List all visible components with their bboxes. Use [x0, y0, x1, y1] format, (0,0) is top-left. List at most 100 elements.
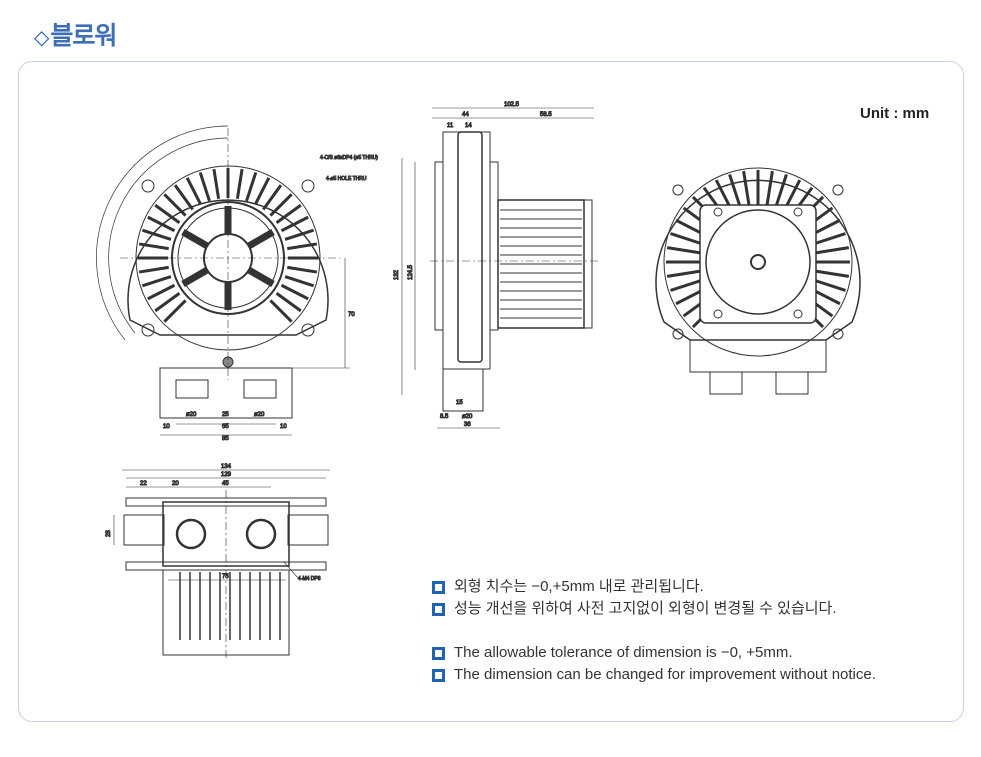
cooling-fin [262, 184, 283, 211]
rear-view [655, 167, 861, 395]
cooling-fin [163, 299, 187, 323]
side-motor-cap [583, 199, 593, 329]
mount-hole [832, 328, 844, 340]
dim-label: 124.5 [408, 264, 414, 280]
cooling-fin [812, 246, 850, 255]
rear-fin-ring [663, 167, 853, 357]
dim-label: 28 [106, 530, 112, 537]
mount-hole [672, 184, 684, 196]
mount-hole [713, 207, 723, 217]
dim-label: 85 [222, 436, 229, 442]
dim-label: 70 [348, 312, 355, 318]
cooling-fin [280, 283, 309, 301]
dim-label: 45 [222, 481, 229, 487]
note-item: The dimension can be changed for improve… [432, 664, 876, 686]
cooling-fin [269, 193, 293, 217]
cooling-fin [269, 299, 293, 323]
bottom-port-right [287, 514, 329, 546]
side-body [442, 131, 491, 370]
impeller-spoke [247, 228, 275, 250]
bottom-port-left [123, 514, 165, 546]
cooling-fin [287, 265, 318, 274]
bottom-view: 134 129 22 20 45 28 75 4-M4 DP8 [106, 464, 330, 660]
dim-label: 20 [172, 481, 179, 487]
drawing-panel [18, 61, 964, 722]
mount-hole [793, 207, 803, 217]
side-view: 102.5 44 58.5 11 14 132 124.5 15 8.5 ø20… [394, 102, 600, 429]
cooling-fin [765, 170, 774, 208]
dim-label: 22 [140, 481, 147, 487]
diamond-icon: ◇ [34, 25, 49, 49]
dim-label: 75 [222, 574, 229, 580]
notes-list: 외형 치수는 −0,+5mm 내로 관리됩니다. 성능 개선을 위하여 사전 고… [432, 576, 876, 686]
note-item: 성능 개선을 위하여 사전 고지없이 외형이 변경될 수 있습니다. [432, 598, 876, 620]
cooling-fin [280, 215, 309, 233]
rear-housing-outline [655, 179, 861, 341]
note-item: 외형 치수는 −0,+5mm 내로 관리됩니다. [432, 576, 876, 598]
callout-label: 4-M4 DP8 [298, 576, 321, 582]
mount-hole [672, 328, 684, 340]
cooling-fin [284, 228, 315, 241]
cooling-fin [253, 177, 271, 206]
cooling-fin [138, 242, 169, 251]
mount-hole [301, 323, 315, 337]
dim-label: 25 [222, 412, 229, 418]
port-right [775, 371, 809, 395]
callout-label: 4-ø5 HOLE THRU [326, 176, 367, 182]
callout-label: 4-C/S ø8xDP4 (ø5 THRU) [320, 155, 378, 161]
rear-shaft [750, 254, 766, 270]
note-text: The allowable tolerance of dimension is … [454, 644, 793, 661]
bullet-square-icon [432, 602, 445, 616]
dim-label: ø20 [462, 414, 473, 420]
cooling-fin [185, 177, 203, 206]
side-impeller [457, 131, 483, 363]
cooling-fin [154, 292, 181, 313]
side-fins-left [434, 161, 444, 331]
note-item: The allowable tolerance of dimension is … [432, 642, 876, 664]
cooling-fin [154, 203, 181, 224]
dim-label: 129 [221, 472, 232, 478]
cooling-fin [147, 215, 176, 233]
dim-label: 15 [456, 400, 463, 406]
mount-hole [141, 179, 155, 193]
cooling-fin [235, 168, 244, 199]
bullet-square-icon [432, 668, 445, 682]
mount-hole [793, 309, 803, 319]
page-title: ◇블로워 [34, 16, 117, 52]
port-left [175, 379, 209, 399]
note-text: 외형 치수는 −0,+5mm 내로 관리됩니다. [454, 578, 704, 595]
bullet-square-icon [432, 580, 445, 594]
note-text: The dimension can be changed for improve… [454, 666, 876, 683]
side-fins-right [489, 161, 499, 331]
cooling-fin [147, 283, 176, 301]
dim-label: ø20 [254, 412, 265, 418]
cooling-fin [666, 269, 704, 278]
cooling-fin [141, 275, 172, 288]
rear-base [689, 339, 827, 373]
cooling-fin [275, 292, 302, 313]
mount-hole [713, 309, 723, 319]
dim-label: 102.5 [504, 102, 520, 108]
unit-label: Unit : mm [860, 105, 930, 122]
dim-label: 14 [465, 123, 472, 129]
bottom-port-hole [245, 518, 277, 550]
cooling-fin [284, 275, 315, 288]
mount-hole [141, 323, 155, 337]
front-view: 85 65 10 10 ø20 25 ø20 70 4-C/S ø8xDP4 (… [96, 125, 379, 443]
cooling-fin [245, 171, 258, 202]
cooling-fin [212, 168, 221, 199]
dim-label: 132 [394, 269, 400, 280]
cooling-fin [773, 174, 788, 211]
impeller-spoke [181, 228, 209, 250]
cooling-fin [666, 246, 704, 255]
page-title-text: 블로워 [50, 21, 117, 50]
cooling-fin [173, 184, 194, 211]
cooling-fin [275, 203, 302, 224]
cooling-fin [742, 170, 751, 208]
dim-label: 8.5 [440, 414, 449, 420]
mount-hole [301, 179, 315, 193]
front-housing-outline [127, 199, 329, 336]
dim-label: ø20 [186, 412, 197, 418]
note-text: 성능 개선을 위하여 사전 고지없이 외형이 변경될 수 있습니다. [454, 600, 837, 617]
